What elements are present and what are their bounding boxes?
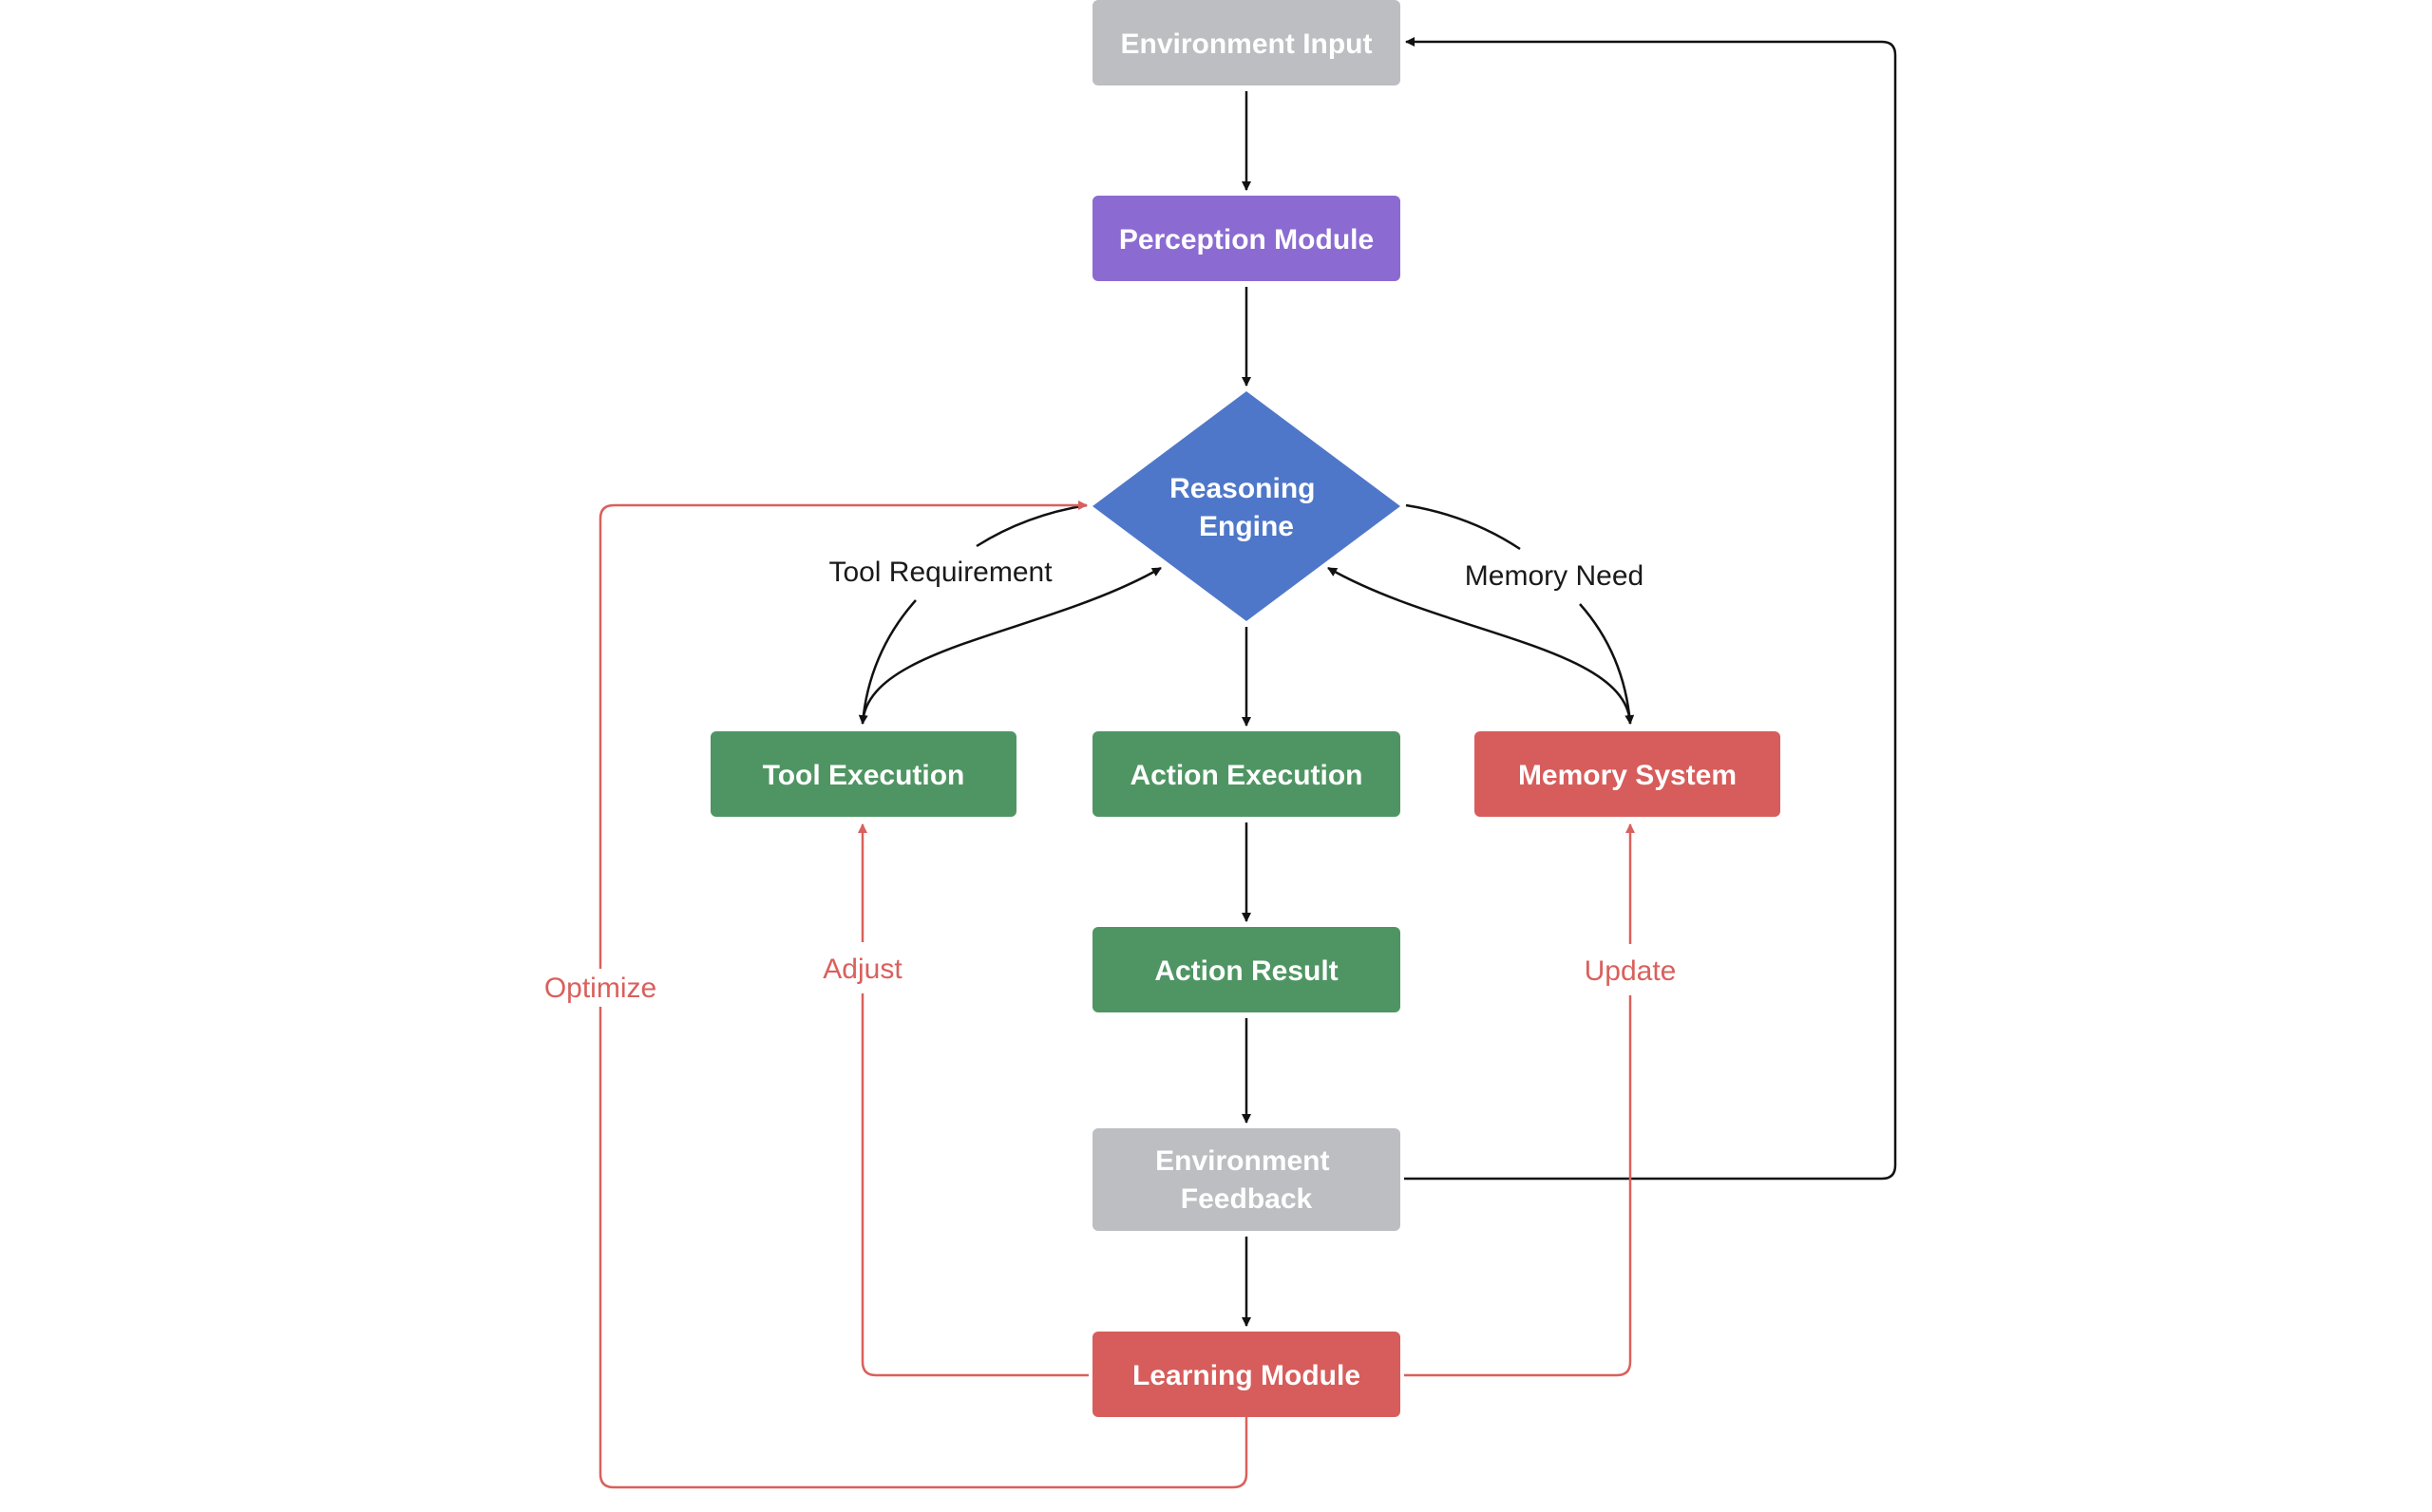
node-label-line-2: Engine [1199,511,1294,542]
svg-text:Action Result: Action Result [1154,955,1338,987]
black-edges [858,37,1897,1327]
decision-diamond [1092,391,1400,621]
node-label-line-1: Environment [1155,1145,1329,1177]
node-shape [1474,731,1780,817]
edge-label-tool-requirement: Tool Requirement [828,557,1053,588]
svg-text:Memory System: Memory System [1518,760,1737,791]
node-label: Environment Input [1121,28,1373,60]
edge-learning-to-reasoning-optimize-a [598,1007,1248,1489]
node-shape [1092,1128,1400,1231]
node-label-line-1: Reasoning [1169,473,1315,504]
edge-label-update: Update [1585,955,1677,987]
node-shape [711,731,1016,817]
edge-reasoning-to-tool-lower [858,599,917,725]
node-memory-system: Memory System [1474,731,1780,817]
node-tool-execution: Tool Execution [711,731,1016,817]
svg-text:Environment Input: Environment Input [1121,28,1373,60]
edge-reasoning-to-tool-upper [976,503,1088,548]
edge-label-optimize: Optimize [544,973,656,1004]
node-shape [1092,731,1400,817]
node-label-line-2: Feedback [1181,1183,1313,1215]
node-label: Memory System [1518,760,1737,791]
edge-reasoning-to-memory-lower [1579,603,1635,725]
node-shape [1092,196,1400,281]
edge-learning-to-memory-update-a [1404,995,1632,1377]
node-action-result: Action Result [1092,927,1400,1012]
node-learning-module: Learning Module [1092,1332,1400,1417]
edge-feedback-to-input-loop [1404,37,1897,1181]
node-environment-input: Environment Input [1092,0,1400,85]
edge-label-adjust: Adjust [823,954,902,985]
edge-tool-to-reasoning [861,566,1162,725]
node-label: Action Execution [1130,760,1362,791]
node-label: Learning Module [1132,1360,1360,1391]
svg-text:Perception Module: Perception Module [1119,224,1374,255]
svg-text:Action Execution: Action Execution [1130,760,1362,791]
edge-label-memory-need: Memory Need [1465,560,1644,592]
node-action-execution: Action Execution [1092,731,1400,817]
svg-text:Environment Feedback: Environment Feedback [1155,1145,1338,1215]
node-shape [1092,927,1400,1012]
node-label: Tool Execution [763,760,965,791]
node-perception-module: Perception Module [1092,196,1400,281]
node-reasoning-engine: Reasoning Engine [1092,391,1400,621]
nodes: Environment Input Perception Module Reas… [711,0,1780,1417]
svg-text:Reasoning Engine: Reasoning Engine [1169,473,1323,542]
node-shape [1092,0,1400,85]
svg-text:Learning Module: Learning Module [1132,1360,1360,1391]
node-label: Perception Module [1119,224,1374,255]
svg-text:Tool Execution: Tool Execution [763,760,965,791]
node-label: Action Result [1154,955,1338,987]
edge-learning-to-tool-adjust-a [861,993,1089,1377]
edge-labels: Tool Requirement Memory Need Optimize Ad… [544,557,1677,1004]
edge-memory-to-reasoning [1327,566,1632,725]
node-shape [1092,1332,1400,1417]
node-environment-feedback: Environment Feedback [1092,1128,1400,1231]
edge-reasoning-to-memory-upper [1405,503,1521,551]
edge-learning-to-reasoning-optimize-b [598,501,1088,969]
red-edges [598,501,1635,1489]
